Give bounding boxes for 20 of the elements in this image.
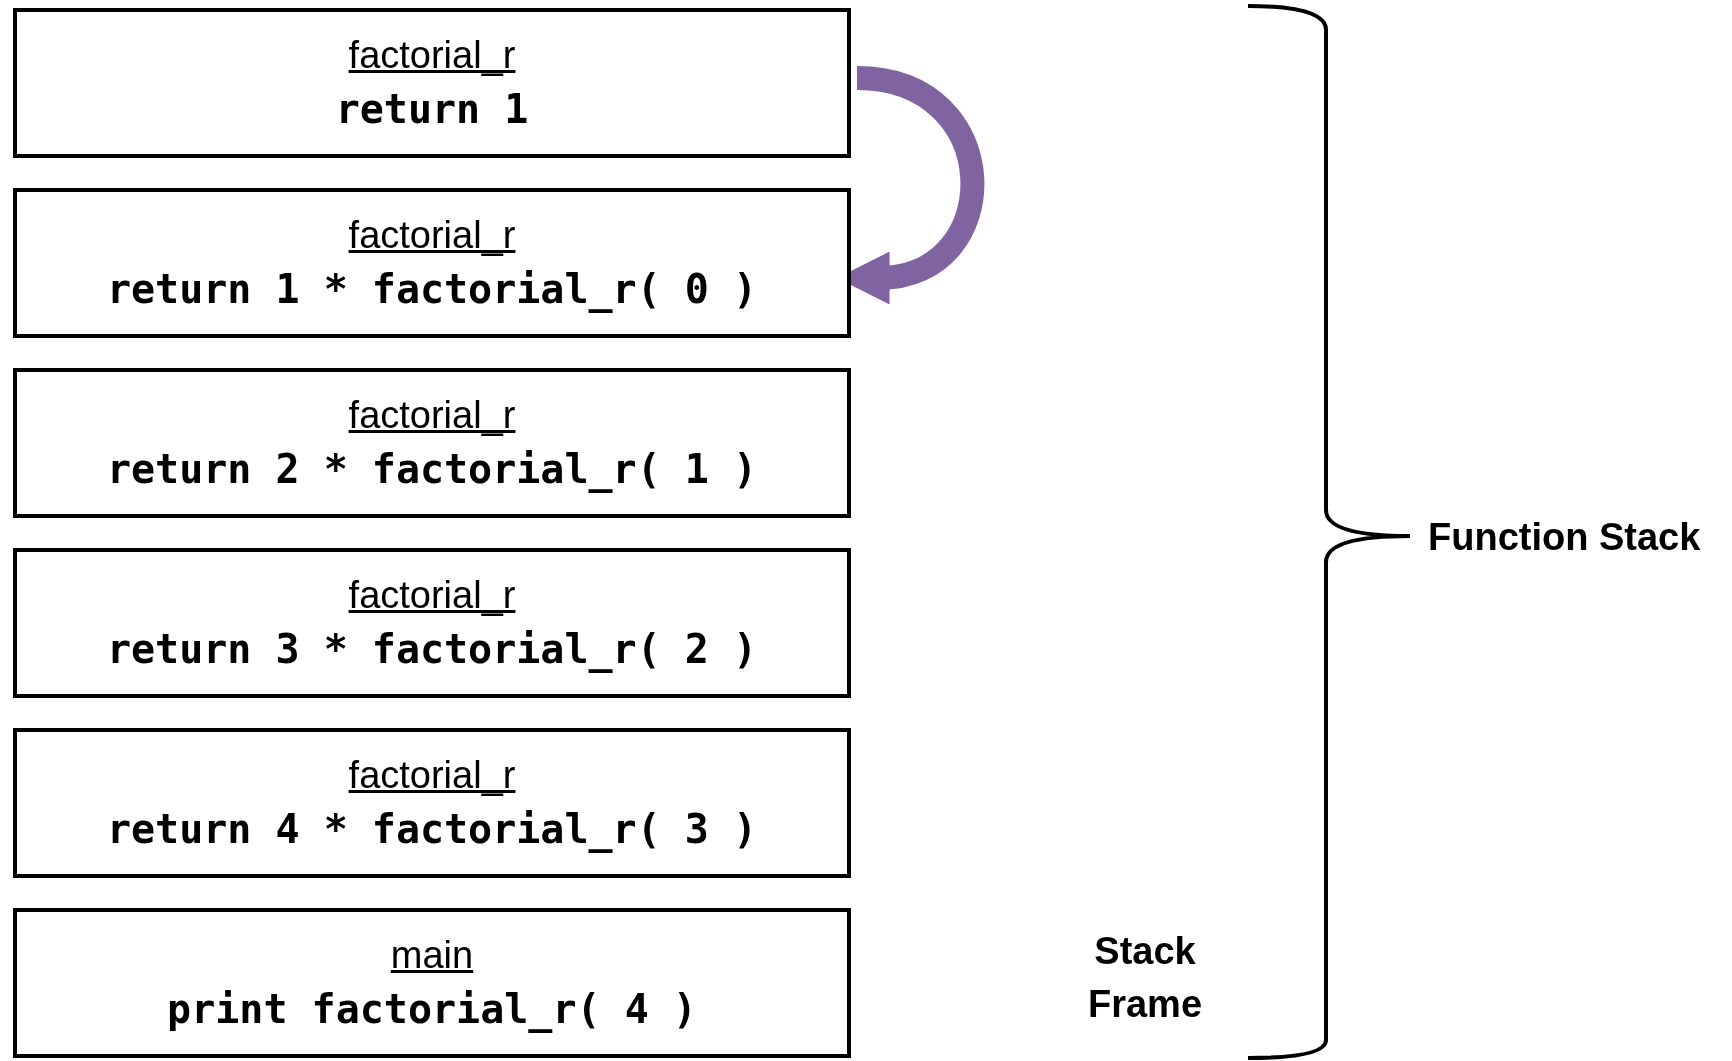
function-name: factorial_r xyxy=(348,33,516,79)
stack-frame-box xyxy=(13,8,851,158)
code-line: return 4 * factorial_r( 3 ) xyxy=(106,804,758,854)
function-name: factorial_r xyxy=(348,573,516,619)
stack-frame-box xyxy=(13,368,851,518)
function-name: factorial_r xyxy=(348,393,516,439)
stack-frame-box xyxy=(13,548,851,698)
frame-label: Stack Frame xyxy=(1086,929,1204,1028)
stack-frame-box xyxy=(13,908,851,1058)
stack-frame-box xyxy=(13,728,851,878)
stack-label: Function Stack xyxy=(1428,515,1701,560)
code-line: return 1 xyxy=(335,84,529,134)
stack-frame-box xyxy=(13,188,851,338)
code-line: return 1 * factorial_r( 0 ) xyxy=(106,264,758,314)
function-name: factorial_r xyxy=(348,213,516,259)
function-name: main xyxy=(390,933,474,979)
code-line: return 2 * factorial_r( 1 ) xyxy=(106,444,758,494)
code-line: return 3 * factorial_r( 2 ) xyxy=(106,624,758,674)
function-name: factorial_r xyxy=(348,753,516,799)
code-line: print factorial_r( 4 ) xyxy=(167,984,697,1034)
